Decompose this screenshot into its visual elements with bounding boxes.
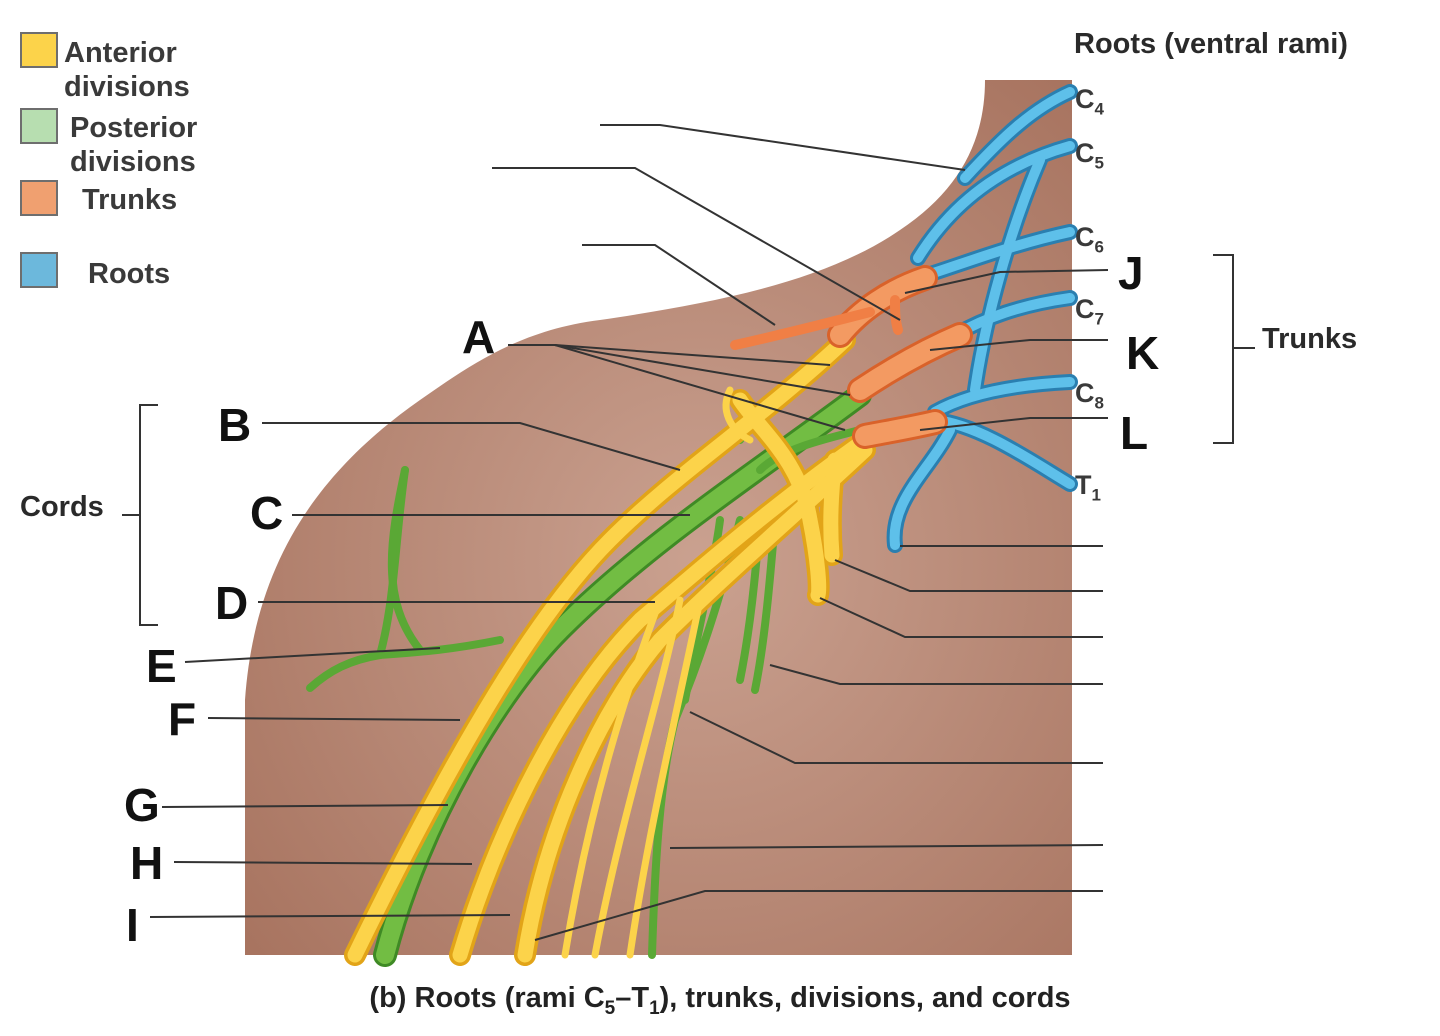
root-label-t1: T1 xyxy=(1075,470,1101,505)
legend-swatch-roots xyxy=(20,252,58,288)
legend-label-trunks: Trunks xyxy=(82,184,178,216)
root-label-c5: C5 xyxy=(1075,138,1104,173)
legend-label-roots: Roots xyxy=(88,258,171,290)
legend-swatch-anterior xyxy=(20,32,58,68)
figure-caption: (b) Roots (rami C5–T1), trunks, division… xyxy=(369,982,1071,1019)
label-i: I xyxy=(126,899,139,951)
root-label-c7: C7 xyxy=(1075,294,1104,329)
label-e: E xyxy=(146,640,177,692)
leader-lines xyxy=(122,124,1255,941)
root-label-c4: C4 xyxy=(1075,84,1104,119)
label-a: A xyxy=(462,311,496,363)
label-h: H xyxy=(130,837,164,889)
root-label-c6: C6 xyxy=(1075,222,1104,257)
legend-label-posterior-line1: Posterior xyxy=(70,112,198,144)
legend-label-anterior-line1: Anterior xyxy=(64,37,177,69)
label-b: B xyxy=(218,399,252,451)
label-f: F xyxy=(168,693,197,745)
trunks-group xyxy=(730,265,973,449)
label-l: L xyxy=(1120,407,1149,459)
cords-heading: Cords xyxy=(20,491,104,523)
root-label-c8: C8 xyxy=(1075,378,1104,413)
label-c: C xyxy=(250,487,284,539)
legend-swatch-posterior xyxy=(20,108,58,144)
label-g: G xyxy=(124,779,160,831)
legend-label-posterior-line2: divisions xyxy=(70,146,196,178)
anterior-group xyxy=(344,329,876,966)
legend-label-posterior: Posterior divisions xyxy=(70,111,197,179)
legend-swatch-trunks xyxy=(20,180,58,216)
label-k: K xyxy=(1126,327,1160,379)
trunks-heading: Trunks xyxy=(1262,323,1358,355)
label-d: D xyxy=(215,577,249,629)
roots-heading: Roots (ventral rami) xyxy=(1074,28,1348,60)
label-j: J xyxy=(1118,247,1144,299)
legend-label-anterior: Anterior divisions xyxy=(64,36,190,104)
legend-label-anterior-line2: divisions xyxy=(64,71,190,103)
